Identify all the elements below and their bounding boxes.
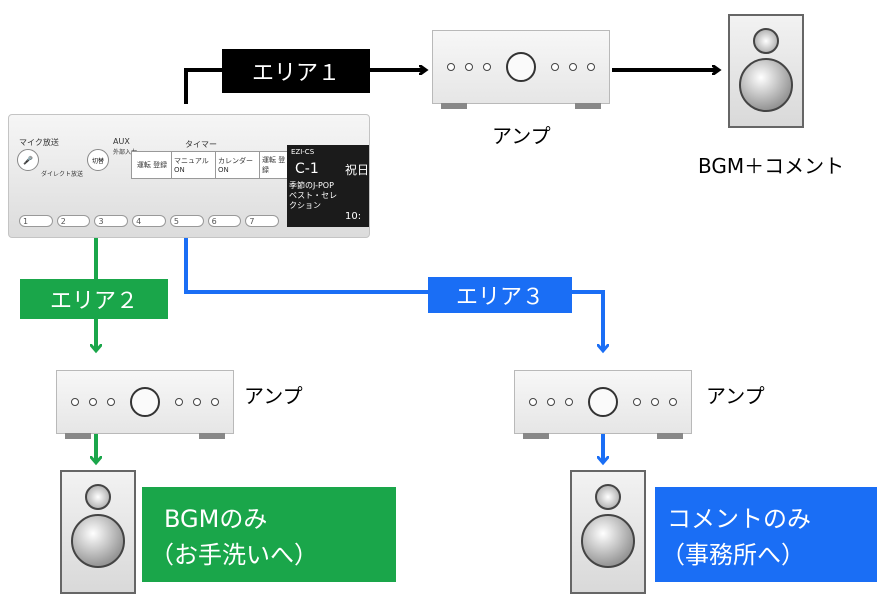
preset-button-row: 1 2 3 4 5 6 7 — [19, 215, 280, 227]
speaker-area3 — [570, 470, 646, 594]
amp-indicator-icon — [193, 398, 201, 406]
amp-indicator-icon — [669, 398, 677, 406]
area3-output-line2: （事務所へ） — [661, 541, 805, 569]
amp-indicator-icon — [175, 398, 183, 406]
area2-label: エリア２ — [20, 279, 168, 319]
amp-label-area2: アンプ — [244, 384, 303, 408]
amp-foot — [657, 433, 683, 439]
amp-indicator-icon — [211, 398, 219, 406]
amp-indicator-icon — [651, 398, 659, 406]
amp-foot — [441, 103, 467, 109]
device-screen: EZI-CS C-1 季節のJ-POPベスト・セレクション 祝日 10: — [287, 145, 369, 227]
calendar-button[interactable]: カレンダー ON — [215, 151, 261, 179]
screen-side-2: 10: — [345, 211, 362, 222]
speaker-area2 — [60, 470, 136, 594]
preset-button[interactable]: 4 — [132, 215, 166, 227]
area3-line-top — [184, 228, 603, 350]
amp-foot — [199, 433, 225, 439]
broadcast-controller: マイク放送 🎤 ダイレクト放送 AUX 外部入力 切替 タイマー 運転 登録 マ… — [8, 114, 370, 238]
screen-title: 季節のJ-POPベスト・セレクション — [289, 181, 338, 210]
preset-button[interactable]: 2 — [56, 215, 91, 227]
amp-indicator-icon — [633, 398, 641, 406]
amp-indicator-icon — [569, 63, 577, 71]
preset-button[interactable]: 6 — [207, 215, 242, 227]
amp-foot — [65, 433, 91, 439]
screen-side-1: 祝日 — [345, 163, 370, 177]
mic-sub-label: ダイレクト放送 — [41, 171, 84, 178]
area2-output-line1: BGMのみ — [164, 505, 268, 533]
amp-indicator-icon — [551, 63, 559, 71]
amp-indicator-icon — [447, 63, 455, 71]
amplifier-area3 — [514, 370, 692, 439]
amp-indicator-icon — [547, 398, 555, 406]
woofer-icon — [739, 58, 793, 112]
preset-button[interactable]: 1 — [19, 215, 53, 227]
amp-volume-knob-icon — [130, 387, 160, 417]
speaker-area1 — [728, 14, 804, 128]
aux-sub-label: 外部入力 — [113, 149, 138, 156]
aux-label: AUX — [113, 137, 130, 146]
area2-output-line2: （お手洗いへ） — [150, 541, 318, 569]
manual-button[interactable]: マニュアル ON — [171, 151, 217, 179]
stop-button[interactable]: 切替 — [87, 149, 109, 171]
amplifier-area1 — [432, 30, 610, 109]
register-button-1[interactable]: 運転 登録 — [131, 151, 173, 179]
amp-indicator-icon — [71, 398, 79, 406]
screen-number: C-1 — [295, 161, 319, 177]
tweeter-icon — [85, 484, 111, 510]
amp-label-area1: アンプ — [492, 124, 551, 148]
amplifier-area2 — [56, 370, 234, 439]
mic-button[interactable]: 🎤 — [17, 149, 39, 171]
amp-volume-knob-icon — [588, 387, 618, 417]
preset-button[interactable]: 7 — [245, 215, 280, 227]
amp-indicator-icon — [89, 398, 97, 406]
area2-output-box: BGMのみ （お手洗いへ） — [142, 487, 396, 582]
tweeter-icon — [595, 484, 621, 510]
amp-label-area3: アンプ — [706, 384, 765, 408]
area3-label: エリア３ — [428, 277, 572, 313]
preset-button[interactable]: 3 — [94, 215, 129, 227]
area3-output-line1: コメントのみ — [667, 505, 811, 533]
screen-channel: EZI-CS — [291, 148, 315, 156]
woofer-icon — [581, 514, 635, 568]
amp-indicator-icon — [465, 63, 473, 71]
area3-output-box: コメントのみ （事務所へ） — [655, 487, 877, 582]
amp-indicator-icon — [107, 398, 115, 406]
amp-indicator-icon — [529, 398, 537, 406]
amp-foot — [523, 433, 549, 439]
amp-indicator-icon — [483, 63, 491, 71]
area1-output-label: BGM＋コメント — [698, 154, 845, 178]
amp-indicator-icon — [565, 398, 573, 406]
amp-indicator-icon — [587, 63, 595, 71]
woofer-icon — [71, 514, 125, 568]
amp-volume-knob-icon — [506, 52, 536, 82]
amp-foot — [575, 103, 601, 109]
timer-label: タイマー — [185, 140, 217, 149]
mic-label: マイク放送 — [19, 138, 59, 147]
preset-button[interactable]: 5 — [169, 215, 204, 227]
area1-label: エリア１ — [222, 49, 370, 93]
tweeter-icon — [753, 28, 779, 54]
